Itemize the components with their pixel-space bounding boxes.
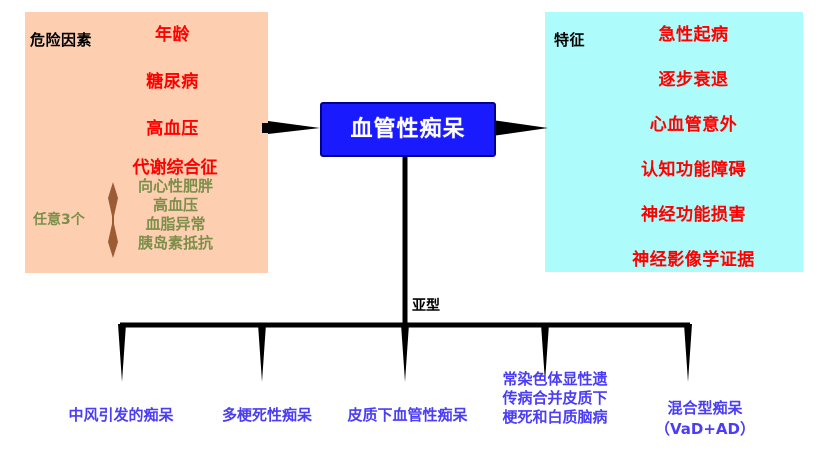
risk-factors-list: 年龄 糖尿病 高血压 bbox=[90, 20, 255, 161]
risk-factor-item: 高血压 bbox=[146, 119, 199, 139]
subtype-line: 混合型痴呆 bbox=[667, 399, 743, 417]
risk-factor-item: 糖尿病 bbox=[146, 72, 199, 92]
features-panel bbox=[545, 12, 803, 272]
subtype-line: （VaD+AD） bbox=[655, 420, 755, 438]
subtype-caption-stroke-dementia: 中风引发的痴呆 bbox=[26, 406, 216, 425]
feature-item: 神经功能损害 bbox=[641, 205, 746, 225]
metabolic-syndrome-title: 代谢综合征 bbox=[132, 158, 218, 178]
subtype-line: 传病合并皮质下 bbox=[502, 389, 608, 407]
metabolic-item: 高血压 bbox=[152, 196, 198, 214]
features-heading: 特征 bbox=[554, 31, 586, 49]
subtype-caption-mixed-dementia: 混合型痴呆 （VaD+AD） bbox=[630, 398, 780, 440]
subtype-caption-cadasil: 常染色体显性遗 传病合并皮质下 梗死和白质脑病 bbox=[490, 370, 620, 427]
feature-item: 神经影像学证据 bbox=[632, 250, 755, 270]
subtype-label: 亚型 bbox=[412, 298, 440, 314]
subtype-line: 常染色体显性遗 bbox=[502, 370, 608, 388]
feature-item: 认知功能障碍 bbox=[641, 160, 746, 180]
feature-item: 逐步衰退 bbox=[658, 70, 729, 90]
arrow-right-icon-right bbox=[492, 120, 548, 136]
arrow-down-icon bbox=[118, 324, 126, 382]
subtype-line: 多梗死性痴呆 bbox=[221, 406, 312, 424]
risk-factor-item: 年龄 bbox=[155, 25, 190, 45]
metabolic-item: 向心性肥胖 bbox=[137, 177, 213, 195]
center-node-vascular-dementia: 血管性痴呆 bbox=[320, 102, 496, 157]
metabolic-item: 血脂异常 bbox=[145, 215, 206, 233]
arrow-down-icon bbox=[401, 324, 409, 382]
subtype-caption-subcortical-vascular-dementia: 皮质下血管性痴呆 bbox=[320, 406, 495, 425]
arrow-down-icon bbox=[258, 324, 266, 382]
any-three-criteria-label: 任意3个 bbox=[33, 212, 85, 228]
metabolic-item: 胰岛素抵抗 bbox=[137, 234, 213, 252]
subtype-line: 梗死和白质脑病 bbox=[502, 408, 608, 426]
feature-item: 急性起病 bbox=[658, 25, 729, 45]
double-headed-vertical-arrow-icon bbox=[108, 182, 118, 258]
arrow-right-icon-left bbox=[262, 121, 320, 134]
features-list: 急性起病 逐步衰退 心血管意外 认知功能障碍 神经功能损害 神经影像学证据 bbox=[596, 20, 791, 290]
arrow-down-icon bbox=[684, 324, 692, 382]
center-node-label: 血管性痴呆 bbox=[350, 116, 466, 142]
metabolic-syndrome-list: 向心性肥胖 高血压 血脂异常 胰岛素抵抗 bbox=[88, 177, 263, 253]
subtype-caption-multi-infarct-dementia: 多梗死性痴呆 bbox=[182, 406, 352, 425]
feature-item: 心血管意外 bbox=[649, 115, 738, 135]
subtype-line: 皮质下血管性痴呆 bbox=[347, 406, 468, 424]
risk-factors-panel bbox=[25, 12, 268, 273]
subtype-line: 中风引发的痴呆 bbox=[68, 406, 174, 424]
risk-factors-heading: 危险因素 bbox=[30, 31, 93, 49]
